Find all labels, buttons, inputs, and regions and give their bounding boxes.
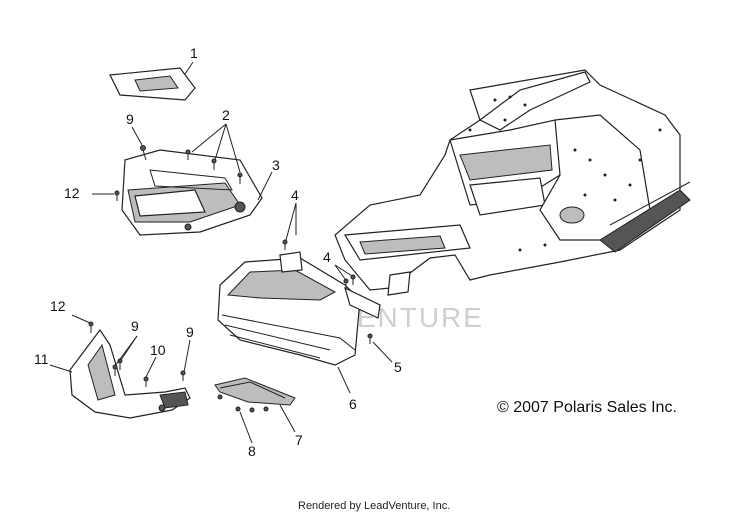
callout-8: 8 xyxy=(248,443,256,459)
callout-1: 1 xyxy=(190,45,198,61)
callout-labels: 1 2 3 4 4 5 6 7 8 9 9 9 10 11 12 12 xyxy=(34,45,402,459)
callout-9-right: 9 xyxy=(186,324,194,340)
callout-9-mid: 9 xyxy=(131,318,139,334)
callout-5: 5 xyxy=(394,359,402,375)
part-11-front-bumper xyxy=(69,328,191,419)
callout-6: 6 xyxy=(349,396,357,412)
footer-credit: Rendered by LeadVenture, Inc. xyxy=(298,500,450,512)
part-1-cover-plate xyxy=(109,67,196,101)
callout-10: 10 xyxy=(150,342,166,358)
callout-9-top: 9 xyxy=(126,111,134,127)
callout-3: 3 xyxy=(272,157,280,173)
callout-4-upper: 4 xyxy=(291,187,299,203)
callout-4-lower: 4 xyxy=(323,249,331,265)
leader-lines xyxy=(49,61,393,444)
copyright-text: © 2007 Polaris Sales Inc. xyxy=(497,399,677,416)
callout-12-top: 12 xyxy=(64,185,80,201)
callout-7: 7 xyxy=(295,432,303,448)
part-3-upper-panel xyxy=(121,149,263,236)
chassis-frame xyxy=(334,69,691,296)
callout-2: 2 xyxy=(222,107,230,123)
callout-11: 11 xyxy=(34,351,49,367)
fasteners xyxy=(88,145,373,413)
callout-12-bottom: 12 xyxy=(50,298,66,314)
part-6-belly-pan xyxy=(217,251,381,366)
part-7-skid-plate xyxy=(214,377,296,406)
